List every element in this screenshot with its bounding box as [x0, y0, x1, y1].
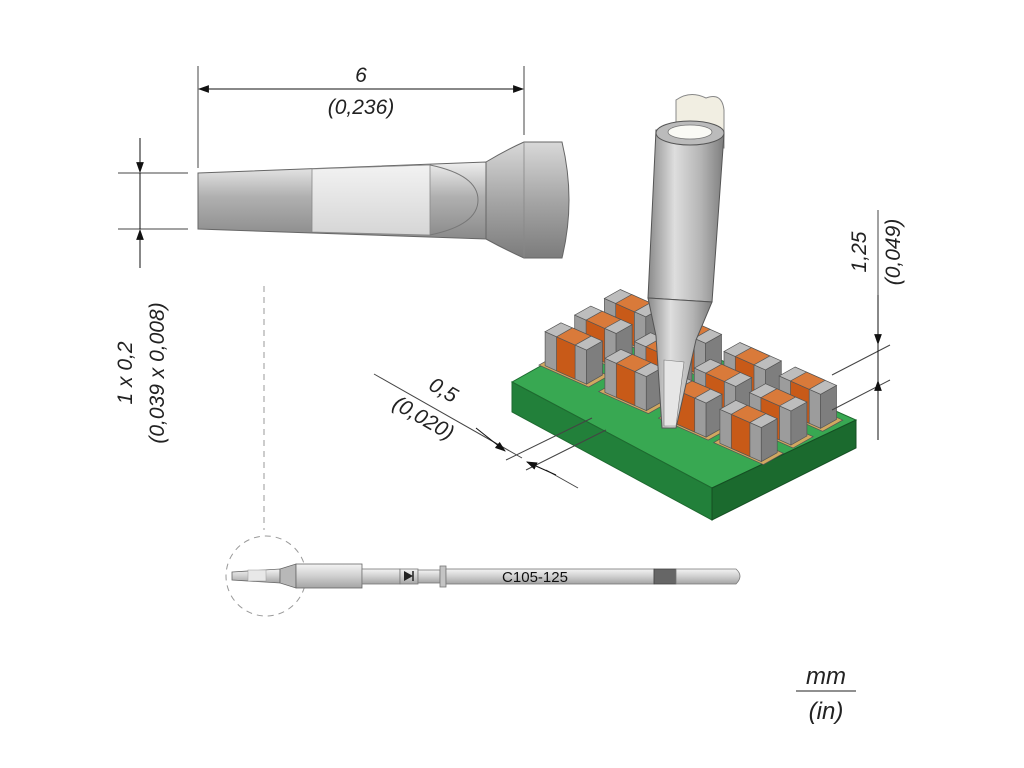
length-dimension: 6 (0,236) — [197, 64, 525, 168]
length-in-label: (0,236) — [328, 96, 395, 119]
pitch-mm-label: 0,5 — [425, 373, 462, 408]
soldering-iron-3d — [647, 94, 725, 429]
tip-mm-label: 1 x 0,2 — [114, 341, 137, 404]
cartridge-sleeve — [295, 563, 363, 589]
height-in-label: (0,049) — [882, 219, 905, 286]
component-band-top — [555, 327, 592, 346]
component-band-top — [730, 404, 767, 423]
tip-flat-face — [311, 164, 431, 236]
polarity-mark — [404, 571, 413, 581]
cartridge-full-view: C105-125 — [225, 535, 741, 617]
height-mm-label: 1,25 — [848, 231, 871, 272]
tip-collar — [485, 141, 570, 259]
iron-barrel — [647, 129, 725, 303]
component-band-top — [614, 294, 652, 313]
iron-tip-flat — [663, 359, 685, 427]
tip-shoulder — [429, 164, 479, 236]
part-number-label: C105-125 — [502, 569, 568, 586]
components — [538, 289, 844, 465]
tip-in-label: (0,039 x 0,008) — [146, 302, 169, 443]
unit-mm-label: mm — [806, 663, 846, 690]
component-band-top — [704, 363, 742, 382]
component-band-top — [760, 388, 797, 407]
component-band-top — [585, 310, 622, 329]
unit-in-label: (in) — [809, 698, 844, 725]
length-mm-label: 6 — [355, 64, 367, 87]
tip-width-dimension: 1 x 0,2 (0,039 x 0,008) — [114, 138, 188, 444]
pcb-assembly — [510, 289, 858, 521]
component-band-top — [615, 353, 652, 372]
height-dimension: 1,25 (0,049) — [831, 210, 905, 440]
component-band-top — [789, 371, 826, 390]
units-legend: mm (in) — [796, 663, 856, 725]
pcb-side — [711, 419, 857, 521]
cartridge-band — [653, 568, 677, 585]
component-band-top — [734, 347, 771, 366]
tip-side-view — [197, 141, 570, 259]
